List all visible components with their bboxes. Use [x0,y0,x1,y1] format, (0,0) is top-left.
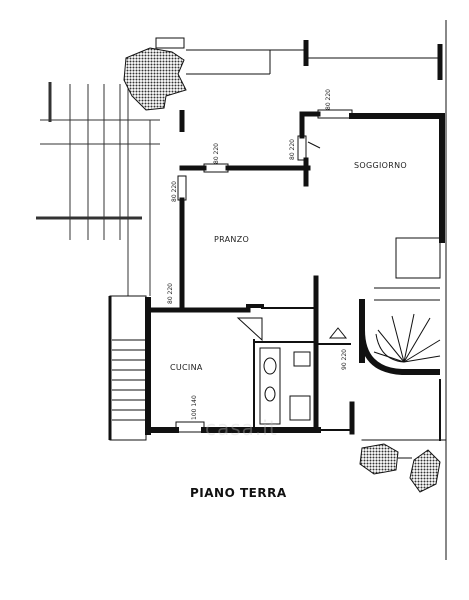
room-label-pranzo: PRANZO [214,235,249,244]
upper-walls [179,20,447,560]
room-label-cucina: CUCINA [170,363,203,372]
dimension-label: 80 220 [325,89,332,110]
dimension-label: 80 220 [167,283,174,304]
dimension-label: 80 220 [171,181,178,202]
dimension-label: 80 220 [213,143,220,164]
floor-title: PIANO TERRA [190,486,287,500]
planter-bottom [359,443,441,493]
dimension-label: 90 220 [341,349,348,370]
bathroom-fixtures [259,347,311,425]
external-stairs [108,295,147,441]
pergola-grid [36,80,160,296]
dimension-label: 80 220 [289,139,296,160]
planter-top [123,37,187,111]
room-label-soggiorno: SOGGIORNO [354,161,407,170]
dimension-label: 100 140 [191,395,198,420]
internal-stair [359,237,441,375]
door-swings [175,109,353,433]
building-walls [145,111,447,441]
watermark: casa.it [205,416,278,440]
